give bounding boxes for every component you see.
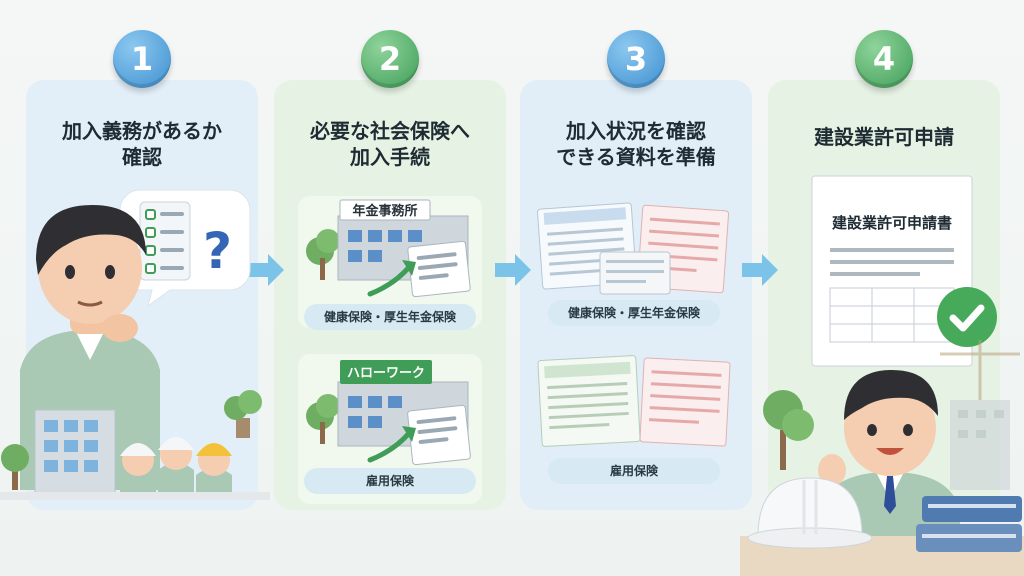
plant-icon bbox=[763, 390, 814, 470]
step-4-number: 4 bbox=[855, 30, 913, 88]
construction-site-icon bbox=[940, 340, 1020, 490]
step-1-illustration: ? bbox=[0, 189, 270, 500]
office-building-icon bbox=[34, 409, 116, 496]
application-form-title: 建設業許可申請書 bbox=[832, 214, 952, 232]
employment-insurance-label: 雇用保険 bbox=[304, 468, 476, 494]
step-1-number: 1 bbox=[113, 30, 171, 88]
pension-insurance-label: 健康保険・厚生年金保険 bbox=[304, 304, 476, 330]
employment-docs-label: 雇用保険 bbox=[548, 458, 720, 484]
employment-documents-icon bbox=[537, 355, 731, 447]
binders-icon bbox=[916, 496, 1022, 552]
check-icon bbox=[937, 287, 997, 347]
step-3-title: 加入状況を確認 できる資料を準備 bbox=[556, 119, 716, 169]
health-pension-docs-label: 健康保険・厚生年金保険 bbox=[548, 300, 720, 326]
arrow-right-icon bbox=[248, 254, 284, 286]
step-1-title: 加入義務があるか 確認 bbox=[62, 119, 222, 169]
step-3-number: 3 bbox=[607, 30, 665, 88]
hello-work-sign: ハローワーク bbox=[347, 366, 425, 381]
step-2-number: 2 bbox=[361, 30, 419, 88]
hello-work-office-icon: ハローワーク bbox=[306, 360, 471, 466]
small-workers-icon bbox=[120, 437, 232, 495]
plant-icon bbox=[1, 390, 262, 490]
pension-office-sign: 年金事務所 bbox=[352, 203, 417, 219]
arrow-right-icon bbox=[742, 254, 778, 286]
step-2-title: 必要な社会保険へ 加入手続 bbox=[310, 119, 470, 169]
svg-text:?: ? bbox=[203, 222, 232, 280]
step-4-illustration bbox=[740, 340, 1024, 576]
checklist-bubble-icon: ? bbox=[119, 189, 251, 308]
step-4-title: 建設業許可申請 bbox=[814, 125, 954, 149]
pension-office-icon: 年金事務所 bbox=[306, 199, 471, 298]
application-form-icon: 建設業許可申請書 bbox=[811, 175, 973, 367]
arrow-right-icon bbox=[495, 254, 531, 286]
insurance-documents-icon bbox=[537, 202, 730, 295]
hard-hat-icon bbox=[747, 477, 873, 549]
